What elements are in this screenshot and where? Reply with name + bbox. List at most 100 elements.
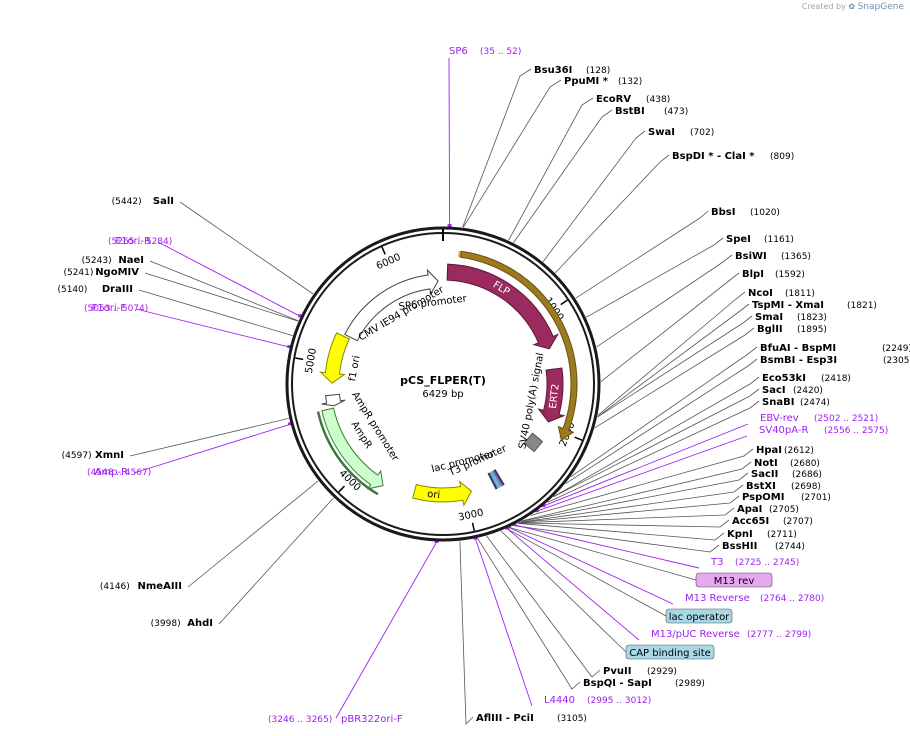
primer-pos-f1ori-r: (5265 .. 5284) — [108, 237, 172, 247]
tick-mark-5000 — [295, 357, 304, 361]
box-leader-cap-binding-site — [500, 530, 627, 653]
site-leader-swai — [542, 130, 646, 262]
site-leader-pvuii — [486, 535, 601, 678]
primer-mark-m13-reverse — [507, 525, 512, 529]
site-pos-bstxi: (2698) — [791, 482, 821, 492]
tick-label-3000: 3000 — [457, 508, 484, 524]
feature-stripe — [493, 469, 505, 486]
site-leader-saci — [553, 388, 760, 498]
primer-leader-m13-reverse — [509, 527, 674, 605]
feature-label-ert2: ERT2 — [548, 383, 562, 409]
box-lac-operator — [665, 608, 733, 624]
site-pos-apai: (2705) — [769, 505, 799, 515]
site-label-smai: SmaI — [755, 312, 783, 323]
site-label-naei: NaeI — [118, 255, 144, 266]
primer-mark-f1ori-f — [287, 345, 292, 349]
site-label-bsshii: BssHII — [722, 541, 757, 552]
primer-mark-ebv-rev — [541, 504, 546, 508]
backbone-outer — [285, 226, 601, 542]
site-label-bspqi-sapi: BspQI - SapI — [583, 678, 652, 689]
box-m13-rev — [695, 572, 773, 588]
feature-arcs — [316, 250, 578, 507]
site-label-blpi: BlpI — [742, 269, 764, 280]
tick-label-6000: 6000 — [375, 252, 403, 272]
primer-pos-m13-reverse: (2764 .. 2780) — [760, 594, 824, 604]
site-label-acc65i: Acc65I — [732, 516, 769, 527]
primer-leader-f1ori-r — [157, 241, 301, 317]
primer-label-t3: T3 — [710, 557, 723, 568]
site-pos-pspomi: (2701) — [801, 493, 831, 503]
snapgene-credit: Created by ✿ SnapGene — [802, 2, 904, 12]
tick-mark-4000 — [338, 485, 345, 493]
credit-text: Created by — [801, 2, 846, 11]
site-pos-bsiwi: (1365) — [781, 252, 811, 262]
site-pos-bfuai-bspmi: (2249) — [882, 344, 910, 354]
tick-mark-2000 — [574, 436, 583, 441]
site-leader-afliii-pcii — [459, 541, 474, 725]
site-leader-spei — [586, 237, 724, 318]
site-pos-spei: (1161) — [764, 235, 794, 245]
primer-leader-t3 — [514, 524, 700, 569]
feature-ampr — [321, 407, 384, 490]
primer-label-m13-puc-reverse: M13/pUC Reverse — [651, 629, 740, 640]
primer-leader-pbr322ori-f — [335, 541, 438, 719]
site-leader-ecorv — [508, 97, 594, 241]
site-label-bsmbi-esp3i: BsmBI - Esp3I — [760, 355, 837, 366]
site-leader-bstbi — [513, 109, 613, 243]
primer-mark-t3 — [512, 523, 517, 526]
box-leader-m13-rev — [509, 527, 697, 581]
primer-pos-t3: (2725 .. 2745) — [735, 558, 799, 568]
site-pos-ecorv: (438) — [646, 95, 670, 105]
tick-mark-3000 — [471, 522, 475, 531]
site-pos-acc65i: (2707) — [783, 517, 813, 527]
flp-highlight-arrow — [459, 250, 578, 441]
site-label-nmeaiii: NmeAIII — [138, 581, 182, 592]
site-pos-bspdi-clai: (809) — [770, 152, 794, 162]
site-label-eco53ki: Eco53kI — [762, 373, 806, 384]
site-label-draiii: DraIII — [102, 284, 133, 295]
primer-label-ebv-rev: EBV-rev — [760, 413, 799, 424]
feature-cmv-promoter — [344, 268, 439, 342]
site-pos-bsu36i: (128) — [586, 66, 610, 76]
site-leader-bfuai-bspmi — [570, 346, 758, 478]
feature-stripe — [490, 470, 502, 488]
site-leader-bbsi — [575, 210, 709, 299]
site-leader-eco53ki — [553, 376, 760, 497]
primer-mark-pbr322ori-f — [434, 539, 439, 543]
primer-pos-amp-r: (4548 .. 4567) — [87, 468, 151, 478]
feature-flp — [446, 263, 560, 350]
site-leader-bspdi-clai — [555, 154, 670, 274]
site-leader-acc65i — [518, 519, 730, 528]
primer-pos-m13-puc-reverse: (2777 .. 2799) — [747, 630, 811, 640]
site-pos-saci: (2420) — [793, 386, 823, 396]
primer-label-sp6: SP6 — [449, 46, 468, 57]
credit-brand: SnapGene — [857, 2, 904, 12]
primer-leader-ebv-rev — [543, 423, 749, 507]
site-label-hpai: HpaI — [756, 445, 782, 456]
label-lines — [129, 57, 760, 725]
site-leader-naei — [149, 260, 299, 322]
site-leader-bglii — [594, 327, 755, 429]
site-label-bbsi: BbsI — [711, 207, 735, 218]
feature-label-ori: ori — [427, 489, 441, 501]
site-label-tspmi-xmai: TspMI - XmaI — [752, 300, 824, 311]
site-label-bglii: BglII — [757, 324, 783, 335]
site-label-bstxi: BstXI — [746, 481, 776, 492]
ampr-highlight-arc — [316, 411, 379, 496]
site-pos-blpi: (1592) — [775, 270, 805, 280]
primer-pos-sp6: (35 .. 52) — [480, 47, 521, 57]
site-leader-bstxi — [519, 484, 744, 523]
box-label-cap-binding-site: CAP binding site — [629, 648, 711, 659]
site-leader-sacii — [520, 472, 749, 522]
site-label-afliii-pcii: AflIII - PciI — [476, 713, 534, 724]
site-pos-ncoi: (1811) — [785, 289, 815, 299]
site-label-ppumi: PpuMI * — [564, 76, 609, 87]
primer-mark-f1ori-r — [298, 314, 303, 318]
site-leader-bspqi-sapi — [477, 537, 581, 690]
site-label-swai: SwaI — [648, 127, 675, 138]
site-pos-bstbi: (473) — [664, 107, 688, 117]
primer-leader-m13-puc-reverse — [506, 528, 640, 641]
primer-label-f1ori-f: F1ori-F — [92, 303, 127, 314]
site-pos-swai: (702) — [690, 128, 714, 138]
site-leader-ahdi — [218, 497, 334, 625]
